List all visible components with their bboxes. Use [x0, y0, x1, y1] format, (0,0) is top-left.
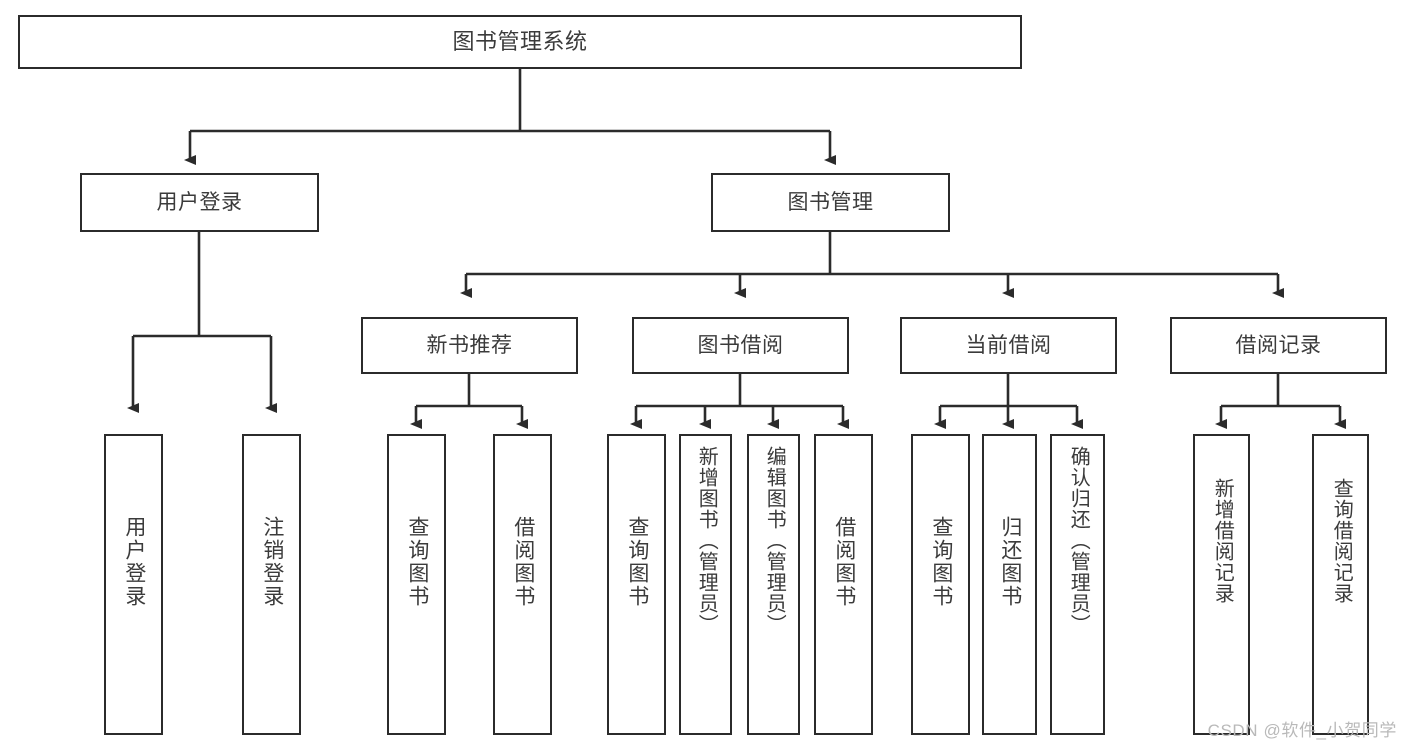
- node-label: 当前借阅: [965, 333, 1052, 357]
- node-label: 查询图书: [405, 516, 429, 608]
- node-leaf-borrow-book-1[interactable]: 借阅图书: [493, 434, 552, 735]
- node-label: 确认归还（管理员）: [1067, 446, 1090, 635]
- node-label: 新增图书（管理员）: [695, 446, 718, 635]
- node-borrow-record[interactable]: 借阅记录: [1170, 317, 1387, 374]
- node-label: 用户登录: [122, 516, 146, 608]
- node-label: 借阅记录: [1235, 333, 1322, 357]
- node-label: 查询图书: [929, 516, 953, 608]
- node-new-book-recommend[interactable]: 新书推荐: [361, 317, 578, 374]
- node-leaf-confirm-return[interactable]: 确认归还（管理员）: [1050, 434, 1105, 735]
- node-leaf-query-book-2[interactable]: 查询图书: [607, 434, 666, 735]
- node-leaf-query-record[interactable]: 查询借阅记录: [1312, 434, 1369, 735]
- node-label: 图书借阅: [697, 333, 784, 357]
- node-root-book-management-system[interactable]: 图书管理系统: [18, 15, 1022, 69]
- node-book-borrow[interactable]: 图书借阅: [632, 317, 849, 374]
- node-leaf-user-login[interactable]: 用户登录: [104, 434, 163, 735]
- node-leaf-add-record[interactable]: 新增借阅记录: [1193, 434, 1250, 735]
- node-label: 注销登录: [260, 516, 284, 608]
- node-leaf-query-book-1[interactable]: 查询图书: [387, 434, 446, 735]
- node-label: 用户登录: [156, 190, 243, 214]
- node-leaf-borrow-book-2[interactable]: 借阅图书: [814, 434, 873, 735]
- node-label: 借阅图书: [511, 516, 535, 608]
- node-book-management[interactable]: 图书管理: [711, 173, 950, 232]
- node-label: 新书推荐: [426, 333, 513, 357]
- node-label: 借阅图书: [832, 516, 856, 608]
- node-label: 编辑图书（管理员）: [763, 446, 786, 635]
- node-label: 查询图书: [625, 516, 649, 608]
- node-user-login[interactable]: 用户登录: [80, 173, 319, 232]
- node-leaf-query-book-3[interactable]: 查询图书: [911, 434, 970, 735]
- node-label: 图书管理系统: [452, 28, 588, 54]
- node-leaf-return-book[interactable]: 归还图书: [982, 434, 1037, 735]
- node-current-borrow[interactable]: 当前借阅: [900, 317, 1117, 374]
- node-leaf-add-book[interactable]: 新增图书（管理员）: [679, 434, 732, 735]
- node-leaf-logout[interactable]: 注销登录: [242, 434, 301, 735]
- node-label: 查询借阅记录: [1330, 478, 1353, 604]
- node-label: 新增借阅记录: [1211, 478, 1234, 604]
- node-label: 归还图书: [998, 516, 1022, 608]
- watermark-text: CSDN @软件_小贺同学: [1207, 721, 1397, 740]
- node-leaf-edit-book[interactable]: 编辑图书（管理员）: [747, 434, 800, 735]
- node-label: 图书管理: [787, 190, 874, 214]
